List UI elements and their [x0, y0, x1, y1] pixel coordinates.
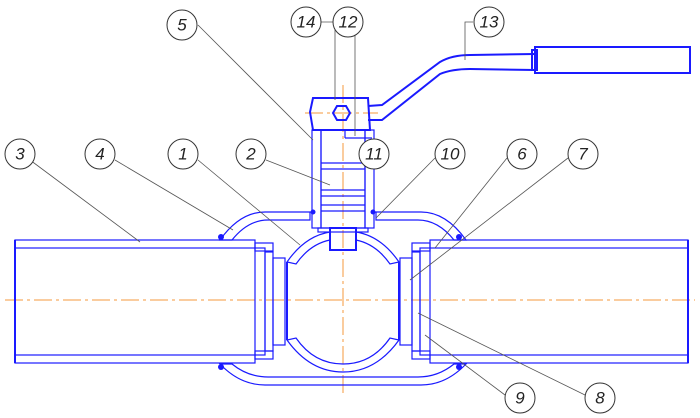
- leader-lines: [29, 21, 586, 396]
- svg-text:14: 14: [297, 13, 316, 32]
- handle: [308, 46, 691, 131]
- valve-body: [218, 209, 468, 386]
- pipe-left: [14, 239, 256, 364]
- svg-text:8: 8: [595, 389, 605, 408]
- callout-7: 7: [567, 138, 599, 170]
- svg-text:5: 5: [177, 16, 187, 35]
- svg-text:9: 9: [515, 389, 525, 408]
- callout-12: 12: [332, 6, 364, 38]
- svg-text:12: 12: [339, 13, 358, 32]
- seat-right: [399, 242, 431, 360]
- svg-text:2: 2: [245, 145, 256, 164]
- callouts: 5 14 12 13 3 4 1 2 11 10 6 7 9 8: [4, 6, 616, 414]
- callout-2: 2: [235, 138, 267, 170]
- callout-3: 3: [4, 138, 36, 170]
- callout-13: 13: [473, 6, 505, 38]
- seat-left: [254, 242, 286, 360]
- svg-text:1: 1: [178, 145, 187, 164]
- callout-10: 10: [434, 138, 466, 170]
- svg-text:4: 4: [95, 145, 104, 164]
- callout-1: 1: [167, 138, 199, 170]
- svg-text:11: 11: [365, 145, 383, 164]
- stem-housing: [311, 129, 375, 251]
- svg-text:13: 13: [480, 13, 499, 32]
- svg-text:3: 3: [15, 145, 25, 164]
- callout-4: 4: [84, 138, 116, 170]
- svg-text:10: 10: [441, 145, 460, 164]
- callout-8: 8: [584, 382, 616, 414]
- callout-6: 6: [506, 138, 538, 170]
- svg-text:7: 7: [578, 145, 588, 164]
- callout-11: 11: [358, 138, 390, 170]
- pipe-right: [429, 239, 689, 364]
- callout-9: 9: [504, 382, 536, 414]
- centerlines: [5, 85, 695, 395]
- callout-5: 5: [166, 9, 198, 41]
- callout-14: 14: [290, 6, 322, 38]
- svg-text:6: 6: [517, 145, 527, 164]
